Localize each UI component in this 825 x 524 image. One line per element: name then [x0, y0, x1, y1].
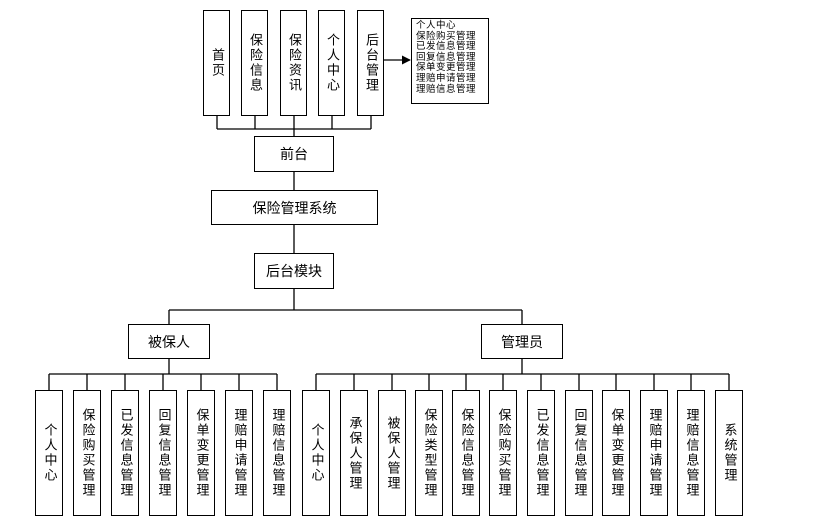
note-line: 保险购买管理 — [416, 30, 477, 42]
admin-item-insured-mgmt: 被保人管理 — [378, 390, 406, 516]
note-line: 已发信息管理 — [416, 41, 477, 53]
insured-item-sent-message-mgmt: 已发信息管理 — [111, 390, 139, 516]
admin-item-user-center: 个人中心 — [302, 390, 330, 516]
admin-item-insurance-info-mgmt: 保险信息管理 — [452, 390, 480, 516]
note-line: 保单变更管理 — [416, 62, 477, 74]
insured-item-claim-info-mgmt: 理赔信息管理 — [263, 390, 291, 516]
front-menu-insurance-info: 保险信息 — [241, 10, 268, 116]
admin-item-reply-message-mgmt: 回复信息管理 — [565, 390, 593, 516]
role-admin: 管理员 — [481, 324, 563, 359]
system-node: 保险管理系统 — [211, 190, 378, 225]
insured-item-purchase-mgmt: 保险购买管理 — [73, 390, 101, 516]
admin-item-underwriter-mgmt: 承保人管理 — [340, 390, 368, 516]
front-menu-home: 首页 — [203, 10, 230, 116]
note-line: 理赔申请管理 — [416, 72, 477, 84]
front-menu-backend: 后台管理 — [357, 10, 384, 116]
insured-item-user-center: 个人中心 — [35, 390, 63, 516]
admin-item-policy-change-mgmt: 保单变更管理 — [602, 390, 630, 516]
role-insured: 被保人 — [128, 324, 210, 359]
admin-item-claim-info-mgmt: 理赔信息管理 — [677, 390, 705, 516]
admin-item-system-mgmt: 系统管理 — [715, 390, 743, 516]
admin-item-insurance-type-mgmt: 保险类型管理 — [415, 390, 443, 516]
insured-item-policy-change-mgmt: 保单变更管理 — [187, 390, 215, 516]
note-line: 理赔信息管理 — [416, 83, 477, 95]
insured-item-reply-message-mgmt: 回复信息管理 — [149, 390, 177, 516]
front-node: 前台 — [254, 136, 334, 172]
user-center-notes: 个人中心 保险购买管理 已发信息管理 回复信息管理 保单变更管理 理赔申请管理 … — [411, 18, 489, 104]
note-line: 个人中心 — [416, 20, 457, 31]
admin-item-purchase-mgmt: 保险购买管理 — [489, 390, 517, 516]
front-menu-insurance-news: 保险资讯 — [280, 10, 307, 116]
insured-item-claim-apply-mgmt: 理赔申请管理 — [225, 390, 253, 516]
admin-item-sent-message-mgmt: 已发信息管理 — [527, 390, 555, 516]
admin-item-claim-apply-mgmt: 理赔申请管理 — [640, 390, 668, 516]
front-menu-user-center: 个人中心 — [318, 10, 345, 116]
backend-node: 后台模块 — [254, 253, 334, 289]
note-line: 回复信息管理 — [416, 51, 477, 63]
